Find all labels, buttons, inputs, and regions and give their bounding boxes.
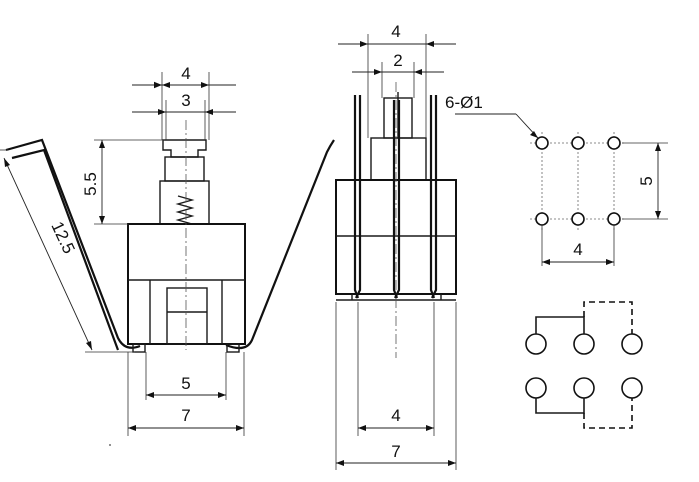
footprint-hole bbox=[607, 212, 621, 226]
left-dim-bottom-outer: 7 bbox=[181, 406, 190, 425]
switch-schematic bbox=[525, 301, 643, 429]
left-side-view: 4 3 5.5 12.5 5 7 bbox=[0, 64, 335, 436]
schematic-contact bbox=[573, 377, 595, 399]
footprint-hole bbox=[571, 136, 585, 150]
left-dim-height: 5.5 bbox=[81, 172, 100, 196]
middle-dim-top-inner: 2 bbox=[393, 51, 402, 70]
left-dim-bottom-inner: 5 bbox=[181, 374, 190, 393]
middle-dim-bottom-outer: 7 bbox=[391, 442, 400, 461]
schematic-contact bbox=[525, 377, 547, 399]
schematic-contact bbox=[621, 377, 643, 399]
footprint-hole bbox=[535, 212, 549, 226]
schematic-contact bbox=[621, 333, 643, 355]
schematic-contact bbox=[525, 333, 547, 355]
left-dim-top-inner: 3 bbox=[181, 91, 190, 110]
hole-callout: 6-Ø1 bbox=[445, 93, 483, 112]
footprint-hole bbox=[535, 136, 549, 150]
pcb-footprint: 6-Ø1 5 4 bbox=[445, 93, 668, 266]
middle-dim-top-outer: 4 bbox=[391, 22, 400, 41]
middle-dim-bottom-inner: 4 bbox=[391, 406, 400, 425]
footprint-hole bbox=[607, 136, 621, 150]
left-dim-top-outer: 4 bbox=[181, 64, 190, 83]
front-view: 4 2 4 7 bbox=[335, 22, 457, 470]
footprint-dim-vertical: 5 bbox=[637, 176, 656, 185]
footprint-dim-horizontal: 4 bbox=[573, 240, 582, 259]
footprint-hole bbox=[571, 212, 585, 226]
schematic-contact bbox=[573, 333, 595, 355]
